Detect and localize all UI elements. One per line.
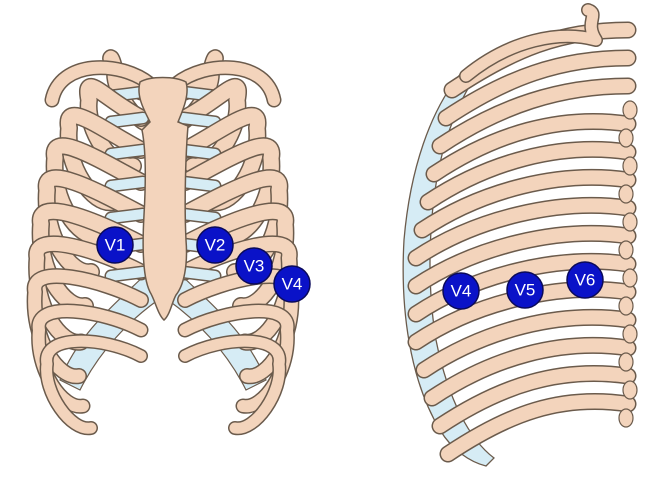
front-cartilage-right-7	[183, 272, 215, 276]
electrode-label: V4	[282, 275, 303, 294]
spine-nub	[619, 129, 633, 147]
front-cartilage-left-2	[111, 118, 143, 122]
front-cartilage-right-2	[183, 118, 215, 122]
front-cartilage-right-4	[183, 182, 215, 186]
spine-nub	[623, 157, 637, 175]
electrode-v4: V4	[274, 266, 310, 302]
electrode-label: V2	[205, 236, 226, 255]
spine-nub	[623, 213, 637, 231]
electrode-v2: V2	[197, 227, 233, 263]
electrode-label: V3	[244, 257, 265, 276]
electrode-v5: V5	[507, 272, 543, 308]
spine-nub	[619, 409, 633, 427]
electrode-v4: V4	[443, 273, 479, 309]
spine-nub	[619, 241, 633, 259]
electrode-label: V6	[575, 271, 596, 290]
spine-nub	[623, 325, 637, 343]
spine-nub	[623, 269, 637, 287]
electrode-label: V1	[105, 236, 126, 255]
electrode-label: V5	[515, 281, 536, 300]
electrode-v6: V6	[567, 262, 603, 298]
front-cartilage-left-3	[111, 150, 143, 154]
electrode-v3: V3	[236, 248, 272, 284]
front-cartilage-left-4	[111, 182, 143, 186]
spine-nub	[619, 297, 633, 315]
front-cartilage-left-7	[111, 272, 143, 276]
sternum	[139, 78, 188, 321]
spine-nub	[623, 101, 637, 119]
spine-nub	[619, 353, 633, 371]
side-rib-cage: V4 V5 V6	[403, 10, 637, 466]
spine-nub	[619, 185, 633, 203]
front-cartilage-right-5	[183, 214, 215, 218]
electrode-v1: V1	[97, 227, 133, 263]
spine-nub	[623, 381, 637, 399]
electrode-label: V4	[451, 282, 472, 301]
front-cartilage-right-3	[183, 150, 215, 154]
side-ribs	[416, 10, 628, 454]
front-cartilage-left-5	[111, 214, 143, 218]
